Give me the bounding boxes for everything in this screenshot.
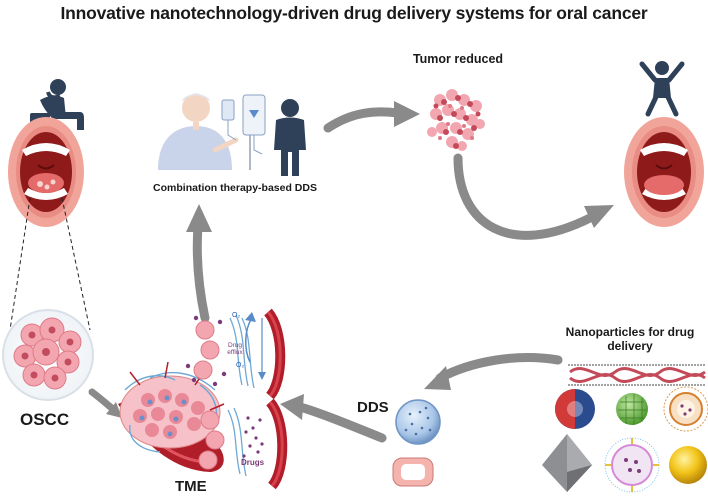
liposome-icon [663,386,708,432]
happy-person-icon [639,61,685,117]
janus-particle-icon [555,389,595,429]
arrow-therapy-to-tumor [323,101,420,133]
polymeric-particle-icon [616,393,648,425]
drugs-panel [198,398,288,490]
oral-film-icon [392,457,434,487]
tumor-cells-icon [2,309,94,401]
blood-vessel-icon [118,361,225,472]
healthy-mouth-icon [624,117,704,227]
label-dds: DDS [357,399,389,416]
nanoparticle-sphere-icon [395,399,441,445]
label-drugs: Drugs [241,458,265,467]
label-tumor-reduced: Tumor reduced [412,52,504,66]
arrow-np-to-dds [424,353,563,390]
page-title: Innovative nanotechnology-driven drug de… [60,3,648,23]
label-oxygen-bottom: O₂ [236,362,245,369]
arrow-dds-to-tme [280,394,387,443]
crystal-nanoparticle-icon [542,434,592,492]
label-tme: TME [175,478,207,495]
label-nanoparticles: Nanoparticles for drug delivery [565,325,695,353]
arrow-tumor-to-mouth [453,153,614,240]
micelle-icon [604,437,660,493]
label-combination-therapy: Combination therapy-based DDS [153,182,317,194]
carbon-nanotube-icon [568,364,706,386]
zoom-lines [9,197,91,331]
arrow-oscc-to-tme [88,388,122,418]
drug-efflux-panel [185,308,286,400]
open-mouth-icon [8,117,84,227]
label-oscc: OSCC [20,410,70,429]
sad-person-icon [30,79,84,130]
arrow-tme-to-therapy [186,204,212,323]
label-drug-efflux: Drug efflux [227,342,243,356]
tumor-cluster-icon [427,89,485,151]
doctor-icon [274,99,306,176]
gold-nanoparticle-icon [669,446,707,484]
patient-iv-icon [158,93,266,170]
label-oxygen-top: O₂ [232,312,241,319]
